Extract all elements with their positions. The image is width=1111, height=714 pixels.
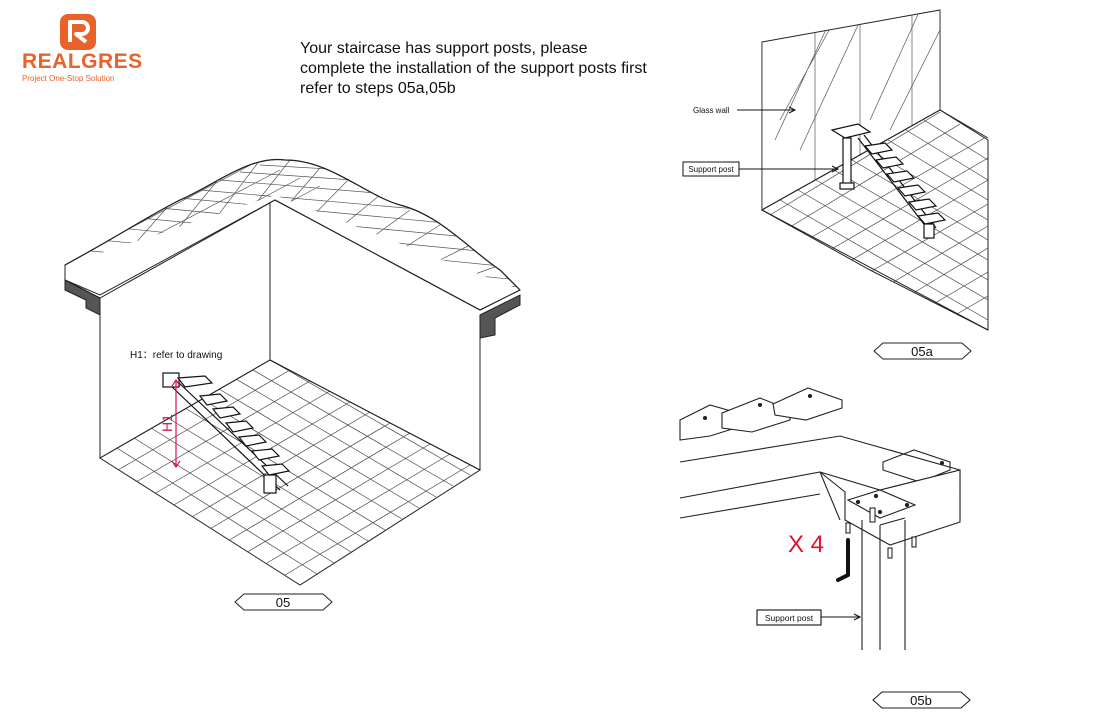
step-05b-quantity: X 4 (788, 531, 824, 558)
brand-logo-icon (60, 14, 96, 50)
step-05-dimension-label: H1 (159, 414, 175, 432)
step-05-drawing: H1 H1：refer to drawing 05 (64, 158, 521, 611)
instruction-text: Your staircase has support posts, please… (300, 39, 690, 99)
step-05a-tag: 05a (911, 344, 933, 359)
step-05b-support-post-label: Support post (765, 613, 814, 623)
brand-tagline: Project One-Stop Solution (22, 74, 115, 83)
step-05-tag: 05 (276, 595, 290, 610)
instruction-line-3: refer to steps 05a,05b (300, 80, 456, 97)
instruction-line-2: complete the installation of the support… (300, 60, 647, 77)
brand-name: REALGRES (22, 50, 143, 73)
instruction-line-1: Your staircase has support posts, please (300, 40, 588, 57)
brand-logo: REALGRES Project One-Stop Solution (18, 12, 142, 83)
step-05a-glass-wall-label: Glass wall (693, 106, 730, 115)
step-05b-drawing: X 4 Support post 05b (679, 387, 971, 709)
step-05a-support-post-label: Support post (688, 165, 734, 174)
step-05b-tag: 05b (910, 693, 932, 708)
step-05a-drawing: Glass wall Support post 05a (682, 9, 989, 360)
step-05-annotation: H1：refer to drawing (130, 350, 222, 361)
